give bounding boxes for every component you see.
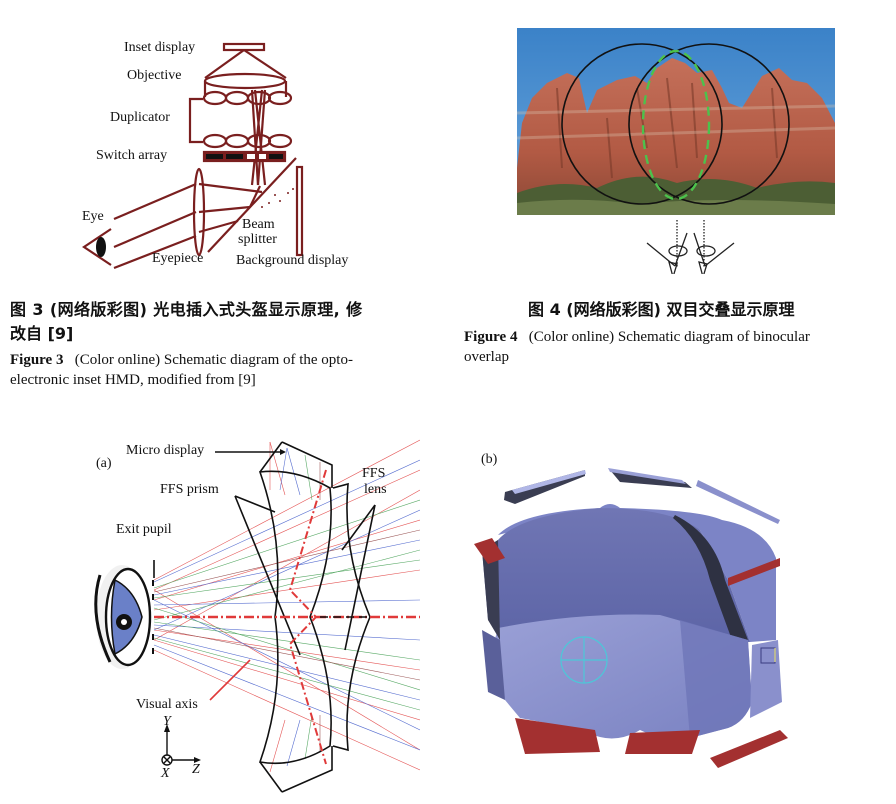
left-eye-field-circle <box>561 43 723 205</box>
label-objective: Objective <box>127 68 182 83</box>
figure-3-label: Figure 3 <box>10 352 64 368</box>
label-exit-pupil: Exit pupil <box>116 522 172 537</box>
label-eye: Eye <box>82 209 104 224</box>
axis-label-x: X <box>161 766 170 781</box>
binocular-overlap-photo <box>517 28 835 274</box>
right-eye-field-circle <box>628 43 790 205</box>
figure-3-caption-en: Figure 3 (Color online) Schematic diagra… <box>10 352 353 388</box>
label-duplicator: Duplicator <box>110 110 170 125</box>
hmd-3d-model <box>474 468 788 768</box>
label-eyepiece: Eyepiece <box>152 251 204 266</box>
label-lens: lens <box>364 482 387 497</box>
overlap-region <box>641 49 711 201</box>
figure-4-caption-cn: 图 4 (网络版彩图) 双目交叠显示原理 <box>528 300 795 319</box>
figure-3-caption-cn-line1: 图 3 (网络版彩图) 光电插入式头盔显示原理, 修 <box>10 300 363 319</box>
label-switch-array: Switch array <box>96 148 168 163</box>
crosshair-icon <box>560 636 608 684</box>
label-visual-axis: Visual axis <box>136 697 198 712</box>
coordinate-axes <box>161 730 196 766</box>
eye-icon <box>94 565 152 669</box>
label-micro-display: Micro display <box>126 443 205 458</box>
ffs-prism-outline <box>258 470 332 765</box>
objective-lens <box>203 72 287 90</box>
ffs-prism-diagram <box>94 439 420 793</box>
axis-label-z: Z <box>192 762 200 777</box>
eye-pupil <box>96 237 106 257</box>
eye-outline <box>82 228 112 266</box>
label-background-display: Background display <box>236 253 349 268</box>
label-splitter: splitter <box>238 232 277 247</box>
label-beam: Beam <box>242 217 275 232</box>
figure-4-caption-en: Figure 4 (Color online) Schematic diagra… <box>464 329 810 365</box>
figure-3-caption-cn-line2: 改自 [9] <box>10 324 74 343</box>
axis-label-y: Y <box>163 714 171 729</box>
panel-label-a: (a) <box>96 456 112 471</box>
label-ffs-prism: FFS prism <box>160 482 219 497</box>
panel-label-b: (b) <box>481 452 498 467</box>
label-ffs: FFS <box>362 466 386 481</box>
figure-4-label: Figure 4 <box>464 329 518 345</box>
inset-display-shape <box>222 42 266 52</box>
label-inset-display: Inset display <box>124 40 196 55</box>
figure-3-diagram <box>82 42 304 270</box>
